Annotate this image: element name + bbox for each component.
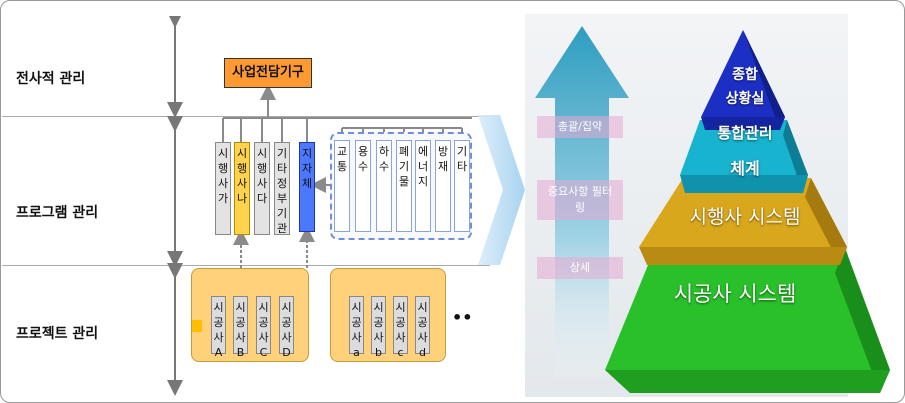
contractor-b: 시공사b: [371, 296, 386, 359]
contractor-B: 시공사B: [233, 296, 248, 359]
row-divider-2: [2, 265, 490, 266]
contractor-a: 시공사a: [349, 296, 364, 359]
level-detail: 상세: [537, 257, 623, 279]
sector-energy: 에너지: [415, 140, 431, 232]
group-marker: [192, 320, 202, 332]
sector-water: 용수: [355, 140, 371, 232]
pyramid-top-line2: 상황실: [725, 91, 765, 107]
transition-arrow: [478, 115, 525, 265]
contractor-d: 시공사d: [415, 296, 430, 359]
sector-transport: 교통: [334, 140, 350, 232]
sector-waste: 폐기물: [396, 140, 412, 232]
operator-gov: 기타정부기관: [274, 142, 290, 235]
sector-disaster: 방재: [435, 140, 451, 232]
contractor-C: 시공사C: [256, 296, 271, 359]
pyramid-second-line1: 통합관리: [717, 124, 773, 142]
operator-da: 시행사다: [254, 142, 270, 235]
ellipsis: ••: [452, 308, 473, 327]
pyramid-second-line2: 체계: [730, 159, 760, 178]
operator-local-gov: 지자체: [299, 142, 315, 232]
row-divider-1: [2, 116, 490, 117]
pyramid-operator-system: 시행사 시스템: [689, 206, 801, 228]
level-filter: 중요사항 필터링: [537, 180, 623, 220]
contractor-D: 시공사D: [279, 296, 294, 359]
span-arrows: [167, 16, 183, 396]
sector-other: 기타: [454, 140, 470, 232]
contractor-c: 시공사c: [393, 296, 408, 359]
level-aggregate: 총괄/집약: [537, 116, 623, 138]
operator-na: 시행사나: [234, 142, 250, 235]
top-agency-box: 사업전담기구: [224, 58, 312, 88]
row-label-program: 프로그램 관리: [16, 205, 99, 221]
system-pyramid: [605, 30, 890, 393]
sector-sewage: 하수: [376, 140, 392, 232]
pyramid-contractor-system: 시공사 시스템: [673, 282, 797, 306]
row-label-project: 프로젝트 관리: [16, 326, 99, 342]
pyramid-top-line1: 종합: [732, 67, 758, 83]
contractor-A: 시공사A: [211, 296, 226, 359]
row-label-enterprise: 전사적 관리: [16, 71, 86, 87]
operator-ga: 시행사가: [215, 142, 231, 235]
